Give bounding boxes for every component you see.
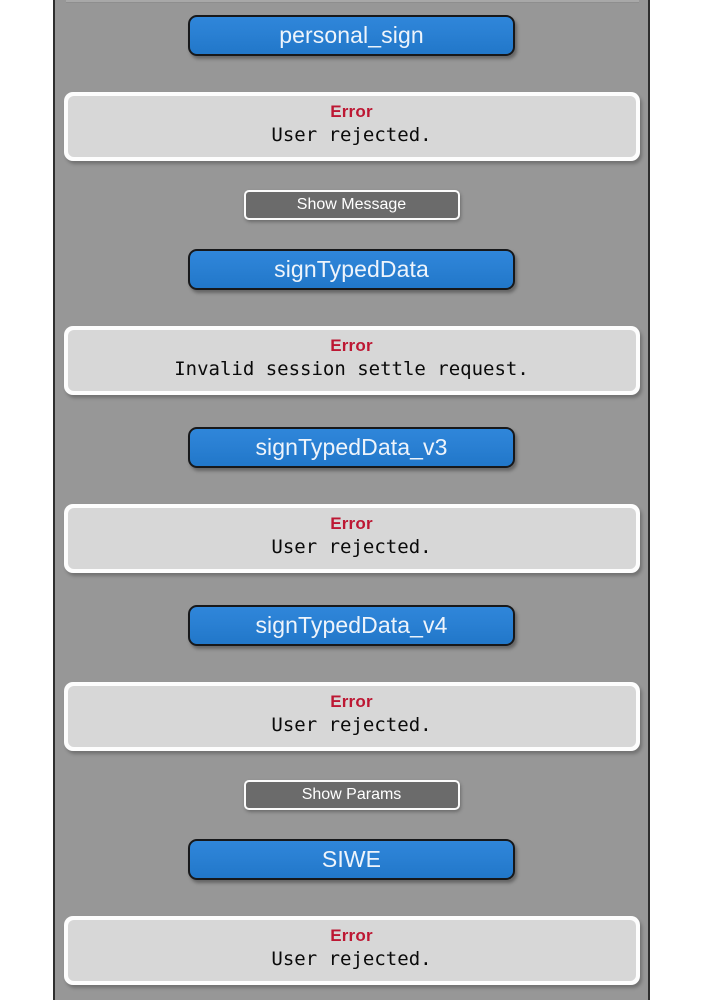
error-message: Invalid session settle request. [174, 358, 529, 380]
section-personal-sign-result: Error User rejected. [55, 92, 648, 161]
error-message: User rejected. [271, 948, 432, 970]
spacer [55, 880, 648, 916]
error-title: Error [330, 336, 373, 355]
error-title: Error [330, 102, 373, 121]
result-box: Error User rejected. [63, 916, 640, 985]
show-message-button[interactable]: Show Message [243, 190, 460, 220]
result-box: Error User rejected. [63, 504, 640, 573]
result-inner: Error User rejected. [67, 96, 636, 157]
clipped-element-above [66, 0, 639, 3]
sign-typed-data-button[interactable]: signTypedData [188, 249, 515, 290]
section-sign-typed-data-v4-action: signTypedData_v4 [55, 605, 648, 646]
app-panel: personal_sign Error User rejected. Show … [53, 0, 650, 1000]
result-inner: Error Invalid session settle request. [67, 330, 636, 391]
section-siwe-result: Error User rejected. [55, 916, 648, 985]
spacer [55, 573, 648, 605]
result-inner: Error User rejected. [67, 920, 636, 981]
spacer [55, 468, 648, 504]
section-sign-typed-data-action: signTypedData [55, 249, 648, 290]
spacer [55, 290, 648, 326]
action-list: personal_sign Error User rejected. Show … [55, 0, 648, 1000]
spacer [55, 220, 648, 249]
section-sign-typed-data-v3-result: Error User rejected. [55, 504, 648, 573]
error-message: User rejected. [271, 124, 432, 146]
result-inner: Error User rejected. [67, 508, 636, 569]
sign-typed-data-v3-button[interactable]: signTypedData_v3 [188, 427, 515, 468]
spacer [55, 985, 648, 1000]
show-params-button[interactable]: Show Params [243, 780, 460, 810]
section-sign-typed-data-result: Error Invalid session settle request. [55, 326, 648, 395]
spacer [55, 161, 648, 190]
error-title: Error [330, 926, 373, 945]
section-personal-sign-extra: Show Message [55, 190, 648, 220]
spacer [55, 810, 648, 839]
spacer [55, 395, 648, 427]
result-inner: Error User rejected. [67, 686, 636, 747]
section-personal-sign-action: personal_sign [55, 15, 648, 56]
sign-typed-data-v4-button[interactable]: signTypedData_v4 [188, 605, 515, 646]
error-title: Error [330, 514, 373, 533]
error-message: User rejected. [271, 536, 432, 558]
section-siwe-action: SIWE [55, 839, 648, 880]
error-message: User rejected. [271, 714, 432, 736]
section-sign-typed-data-v3-action: signTypedData_v3 [55, 427, 648, 468]
spacer [55, 56, 648, 92]
result-box: Error User rejected. [63, 92, 640, 161]
result-box: Error Invalid session settle request. [63, 326, 640, 395]
personal-sign-button[interactable]: personal_sign [188, 15, 515, 56]
error-title: Error [330, 692, 373, 711]
spacer [55, 751, 648, 780]
result-box: Error User rejected. [63, 682, 640, 751]
section-sign-typed-data-v4-result: Error User rejected. [55, 682, 648, 751]
siwe-button[interactable]: SIWE [188, 839, 515, 880]
spacer [55, 646, 648, 682]
section-sign-typed-data-v4-extra: Show Params [55, 780, 648, 810]
